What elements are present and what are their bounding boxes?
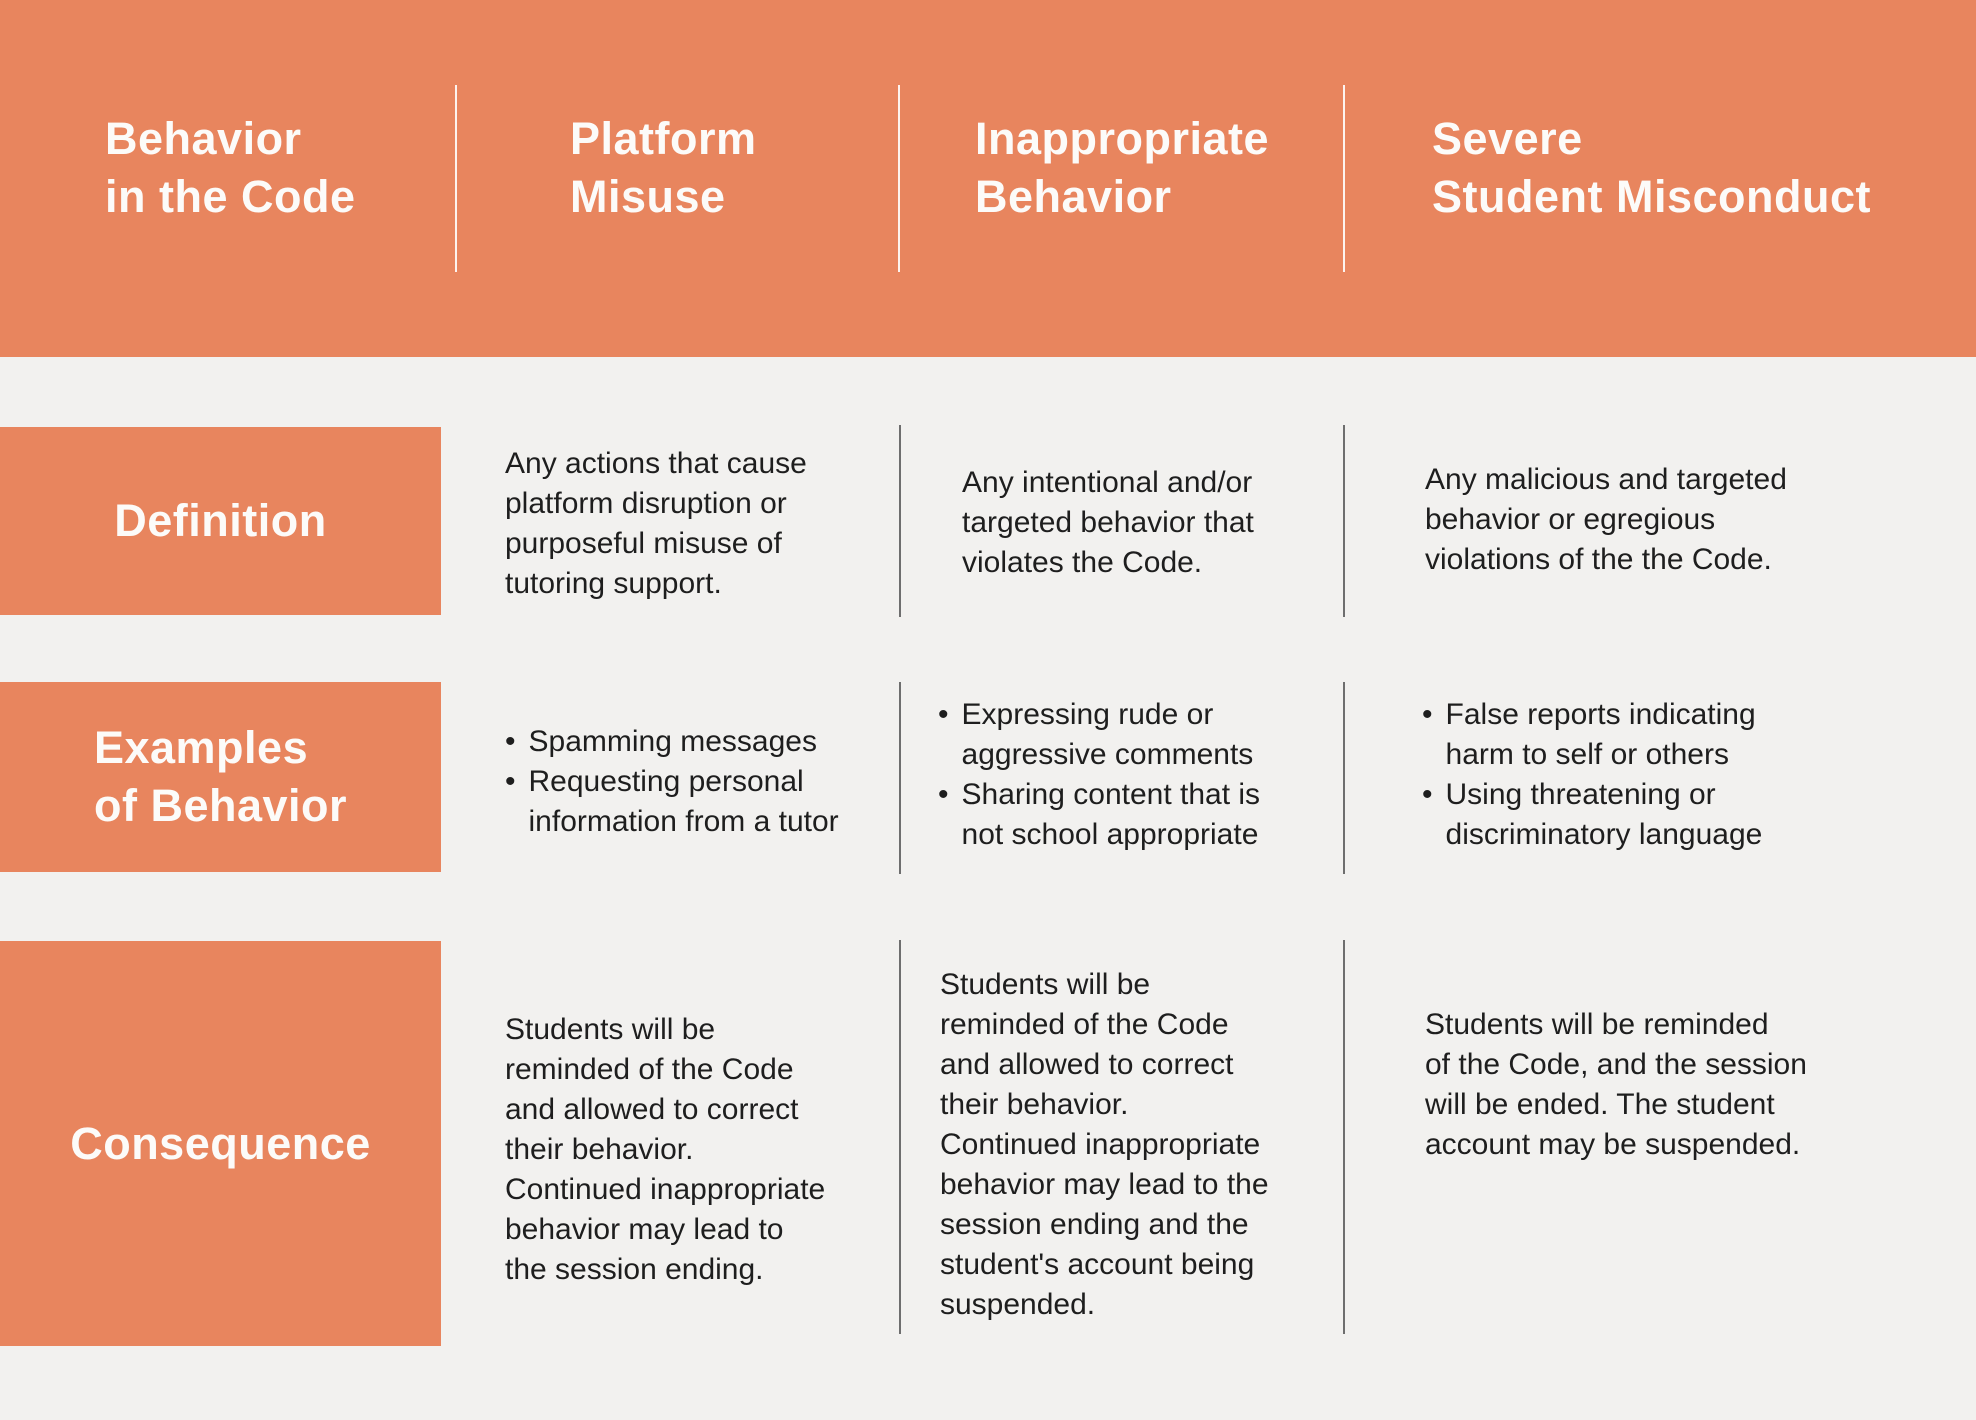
cell-definition-inappropriate-behavior: Any intentional and/or targeted behavior…	[962, 466, 1254, 579]
bullet-item: Using threatening or discriminatory lang…	[1422, 775, 1852, 855]
header-platform-misuse: Platform Misuse	[570, 113, 757, 222]
header-divider	[1343, 85, 1345, 272]
bullet-item: Sharing content that is not school appro…	[938, 775, 1338, 855]
bullet-item: False reports indicating harm to self or…	[1422, 695, 1852, 775]
row-label-definition: Definition	[0, 427, 441, 615]
row-label-consequence: Consequence	[0, 941, 441, 1346]
table-header-band: Behavior in the Code Platform Misuse Ina…	[0, 0, 1976, 357]
header-divider	[898, 85, 900, 272]
row-label-examples-of-behavior: Examples of Behavior	[0, 682, 441, 872]
cell-consequence-inappropriate-behavior: Students will be reminded of the Code an…	[940, 968, 1269, 1321]
column-divider	[1343, 940, 1345, 1334]
bullet-item: Expressing rude or aggressive comments	[938, 695, 1338, 775]
cell-consequence-severe-misconduct: Students will be reminded of the Code, a…	[1425, 1008, 1807, 1161]
header-divider	[455, 85, 457, 272]
column-divider	[1343, 682, 1345, 874]
cell-definition-severe-misconduct: Any malicious and targeted behavior or e…	[1425, 463, 1787, 576]
cell-examples-platform-misuse: Spamming messagesRequesting personal inf…	[505, 722, 935, 842]
column-divider	[899, 425, 901, 617]
header-inappropriate-behavior: Inappropriate Behavior	[975, 113, 1270, 222]
bullet-item: Requesting personal information from a t…	[505, 762, 935, 842]
cell-definition-platform-misuse: Any actions that cause platform disrupti…	[505, 447, 807, 600]
column-divider	[1343, 425, 1345, 617]
cell-examples-severe-misconduct: False reports indicating harm to self or…	[1422, 695, 1852, 855]
header-severe-student-misconduct: Severe Student Misconduct	[1432, 113, 1871, 222]
header-behavior-in-the-code: Behavior in the Code	[105, 113, 356, 222]
bullet-item: Spamming messages	[505, 722, 935, 762]
column-divider	[899, 940, 901, 1334]
cell-consequence-platform-misuse: Students will be reminded of the Code an…	[505, 1013, 826, 1286]
cell-examples-inappropriate-behavior: Expressing rude or aggressive commentsSh…	[938, 695, 1338, 855]
